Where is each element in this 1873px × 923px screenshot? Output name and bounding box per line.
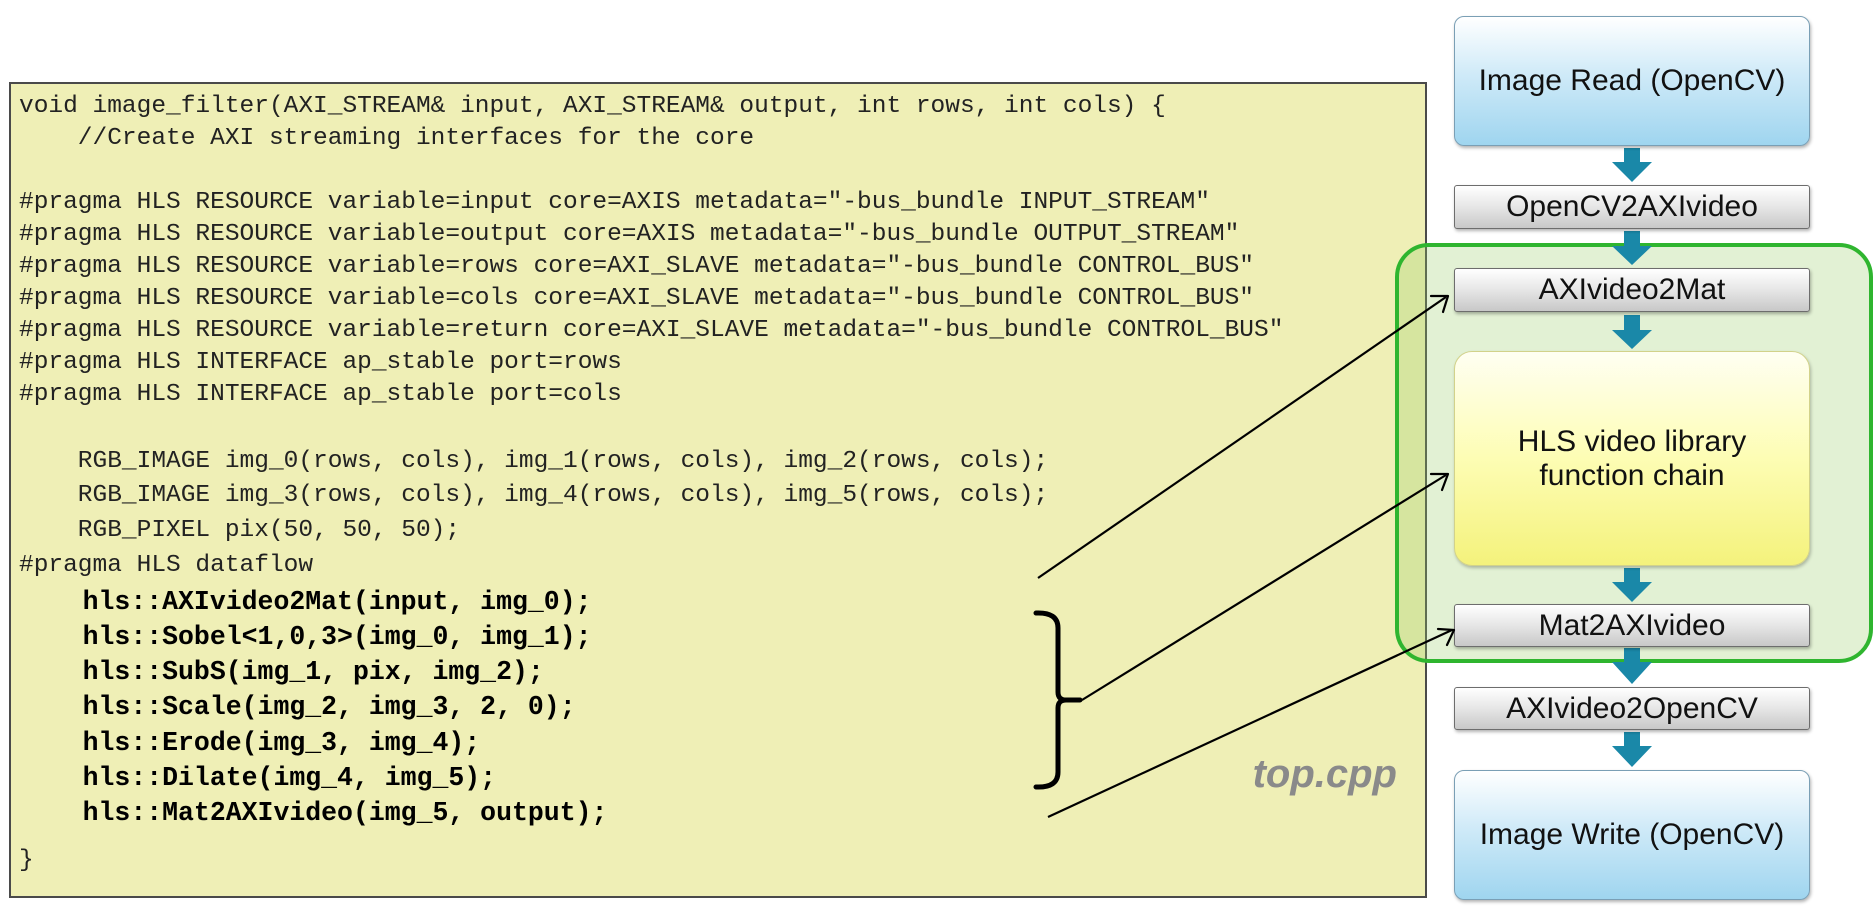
opencv2axivideo-box: OpenCV2AXIvideo xyxy=(1454,185,1810,229)
code-line-comment: //Create AXI streaming interfaces for th… xyxy=(19,125,755,152)
code-line-pragma-output: #pragma HLS RESOURCE variable=output cor… xyxy=(19,221,1240,248)
pointer-arrow-axivideo2mat xyxy=(1037,296,1447,579)
code-line-images-a: RGB_IMAGE img_0(rows, cols), img_1(rows,… xyxy=(19,448,1049,475)
code-line-images-b: RGB_IMAGE img_3(rows, cols), img_4(rows,… xyxy=(19,482,1049,509)
code-line-interface-rows: #pragma HLS INTERFACE ap_stable port=row… xyxy=(19,349,622,376)
code-line-pixel: RGB_PIXEL pix(50, 50, 50); xyxy=(19,517,461,544)
code-line-pragma-rows: #pragma HLS RESOURCE variable=rows core=… xyxy=(19,253,1255,280)
axivideo2opencv-label: AXIvideo2OpenCV xyxy=(1506,691,1758,725)
pointer-arrow-hls-chain xyxy=(1081,474,1447,701)
opencv2axivideo-label: OpenCV2AXIvideo xyxy=(1506,190,1758,223)
mat2axivideo-label: Mat2AXIvideo xyxy=(1538,608,1726,642)
flow-arrow-6 xyxy=(1612,732,1652,767)
code-line-pragma-input: #pragma HLS RESOURCE variable=input core… xyxy=(19,189,1210,216)
flow-arrow-4 xyxy=(1612,568,1652,602)
flow-arrow-1 xyxy=(1612,148,1652,182)
pointer-arrowhead-2 xyxy=(1429,472,1450,492)
code-line-interface-cols: #pragma HLS INTERFACE ap_stable port=col… xyxy=(19,381,622,408)
code-line-signature: void image_filter(AXI_STREAM& input, AXI… xyxy=(19,93,1166,120)
pointer-arrow-mat2axivideo xyxy=(1047,629,1453,818)
flow-arrow-3 xyxy=(1612,315,1652,349)
code-line-axivideo2mat: hls::AXIvideo2Mat(input, img_0); xyxy=(19,587,592,617)
code-line-erode: hls::Erode(img_3, img_4); xyxy=(19,728,481,758)
hls-chain-label: HLS video library function chain xyxy=(1517,424,1747,492)
curly-brace xyxy=(1033,610,1083,790)
flow-arrow-5 xyxy=(1612,648,1652,684)
code-line-subs: hls::SubS(img_1, pix, img_2); xyxy=(19,657,544,687)
mat2axivideo-box: Mat2AXIvideo xyxy=(1454,604,1810,647)
image-read-label: Image Read (OpenCV) xyxy=(1478,64,1786,97)
axivideo2mat-box: AXIvideo2Mat xyxy=(1454,268,1810,312)
code-line-pragma-return: #pragma HLS RESOURCE variable=return cor… xyxy=(19,317,1284,344)
code-line-mat2axivideo: hls::Mat2AXIvideo(img_5, output); xyxy=(19,798,608,828)
code-line-closing-brace: } xyxy=(19,847,34,874)
code-line-scale: hls::Scale(img_2, img_3, 2, 0); xyxy=(19,692,576,722)
code-line-pragma-cols: #pragma HLS RESOURCE variable=cols core=… xyxy=(19,285,1255,312)
image-read-box: Image Read (OpenCV) xyxy=(1454,16,1810,146)
image-write-label: Image Write (OpenCV) xyxy=(1479,818,1785,851)
axivideo2opencv-box: AXIvideo2OpenCV xyxy=(1454,687,1810,730)
axivideo2mat-label: AXIvideo2Mat xyxy=(1538,273,1726,306)
file-label: top.cpp xyxy=(1252,752,1397,796)
pointer-arrowhead-3 xyxy=(1436,627,1456,647)
image-write-box: Image Write (OpenCV) xyxy=(1454,770,1810,900)
code-line-dilate: hls::Dilate(img_4, img_5); xyxy=(19,763,497,793)
code-line-dataflow: #pragma HLS dataflow xyxy=(19,552,314,579)
code-line-sobel: hls::Sobel<1,0,3>(img_0, img_1); xyxy=(19,622,592,652)
flow-arrow-2 xyxy=(1612,231,1652,265)
hls-chain-box: HLS video library function chain xyxy=(1454,351,1810,566)
code-panel xyxy=(9,82,1427,898)
pointer-arrowhead-1 xyxy=(1429,294,1450,314)
